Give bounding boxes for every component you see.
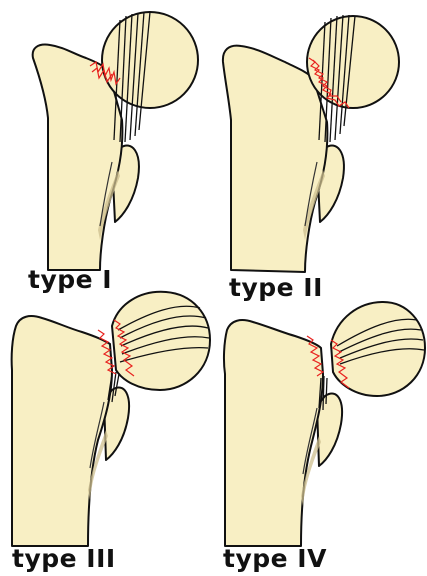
panel-type-3: type III (0, 290, 213, 576)
panel-type-4: type IV (213, 290, 427, 576)
panel-caption: type III (12, 546, 116, 571)
femur-illustration-type-1 (0, 0, 213, 290)
panel-type-1: type I (0, 0, 213, 290)
femur-illustration-type-2 (213, 0, 427, 290)
panel-caption: type IV (223, 546, 327, 571)
femur-shaft (224, 320, 323, 546)
panel-caption: type I (28, 267, 112, 292)
panel-type-2: type II (213, 0, 427, 290)
femur-illustration-type-3 (0, 290, 213, 576)
femur-illustration-type-4 (213, 290, 427, 576)
